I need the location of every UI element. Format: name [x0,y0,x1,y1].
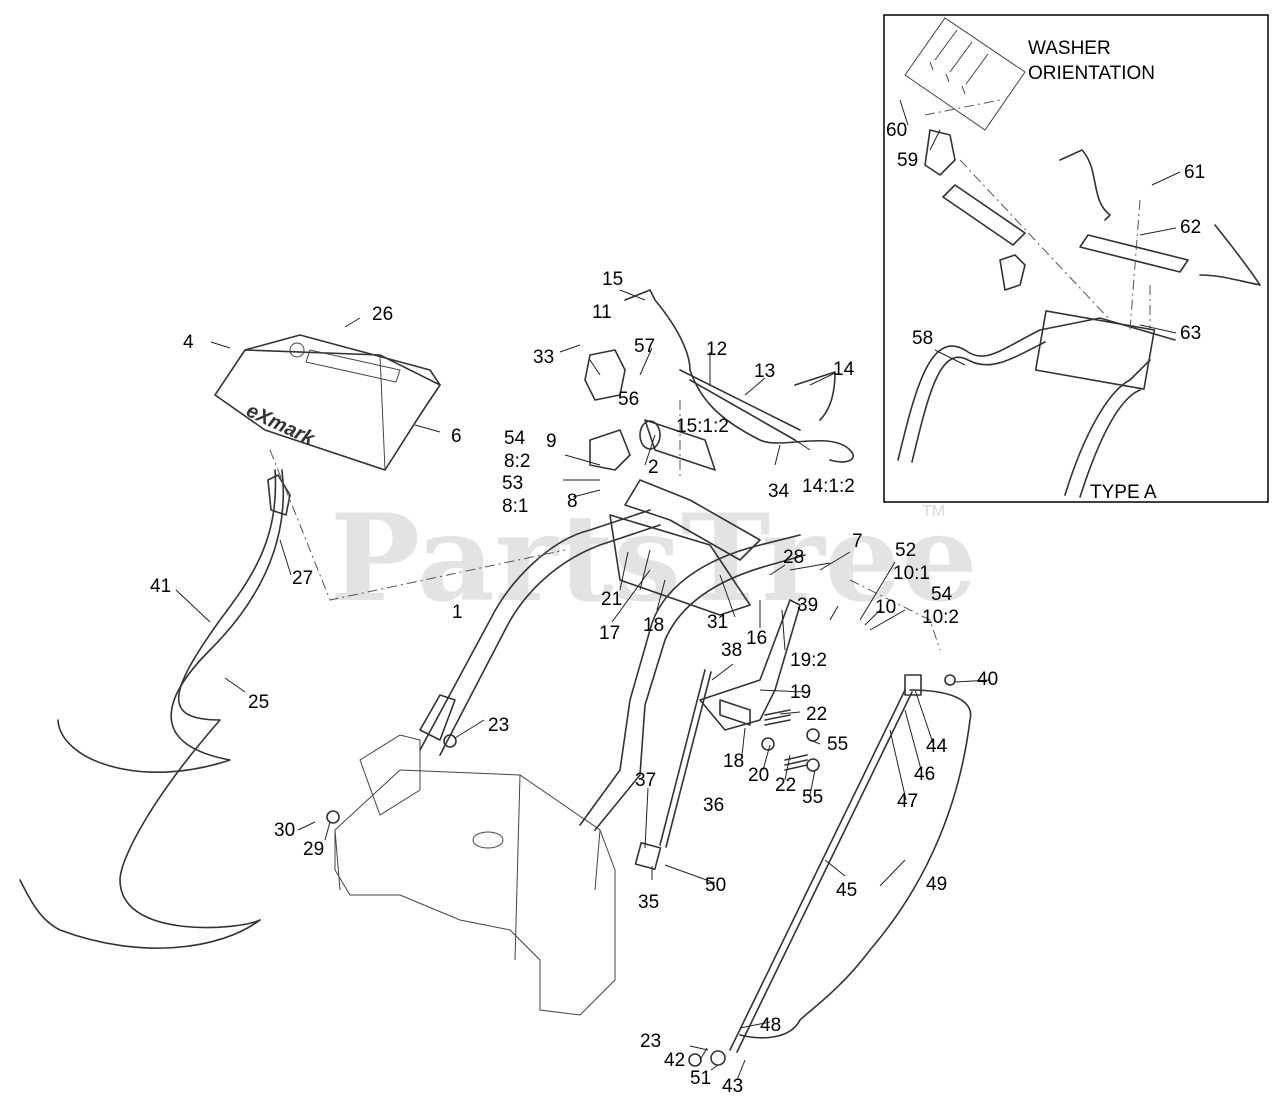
callouts: 4 26 6 11 33 57 56 15 12 13 14 15:1:2 14… [150,269,998,1097]
cables [19,469,291,949]
hardware [326,674,956,1067]
callout-10: 10 [875,597,896,618]
inset-callouts: 60 59 61 62 63 58 [886,99,1205,366]
callout-45: 45 [836,880,857,901]
callout-59: 59 [897,150,918,171]
callout-50: 50 [705,875,726,896]
callout-42: 42 [664,1050,685,1071]
callout-38: 38 [721,640,742,661]
callout-30: 30 [274,820,295,841]
callout-40: 40 [977,669,998,690]
inset-frame [883,14,1269,503]
callout-36: 36 [703,795,724,816]
callout-43: 43 [722,1076,743,1097]
control-panel: eXmark [214,334,441,471]
callout-22-top: 22 [806,704,827,725]
callout-14-1-2: 14:1:2 [802,476,855,497]
callout-55-top: 55 [827,734,848,755]
callout-62: 62 [1180,217,1201,238]
main-handle [419,479,806,831]
callout-19-2: 19:2 [790,650,827,671]
callout-25: 25 [248,692,269,713]
callout-54-top: 54 [504,428,526,449]
callout-15: 15 [602,269,623,290]
callout-17: 17 [599,623,620,644]
callout-10-1: 10:1 [893,563,930,584]
callout-21-left: 21 [601,589,622,610]
callout-55-bottom: 55 [802,787,823,808]
callout-18-bottom: 18 [723,751,744,772]
inset-type-a: WASHER ORIENTATION TYPE A 60 59 [883,14,1269,503]
callout-23-top: 23 [488,715,509,736]
callout-52: 52 [895,540,916,561]
callout-27: 27 [292,568,313,589]
callout-8: 8 [567,491,578,512]
callout-23-bottom: 23 [640,1031,661,1052]
watermark: PartsTree TM [330,488,977,629]
callout-14: 14 [833,359,855,380]
callout-19: 19 [790,682,811,703]
callout-44: 44 [926,736,948,757]
shift-assembly [584,289,855,471]
callout-13: 13 [754,361,775,382]
washer-orientation-line1: WASHER [1028,38,1111,59]
watermark-tm: TM [922,503,945,520]
callout-6: 6 [451,426,462,447]
washer-orientation-line2: ORIENTATION [1028,63,1155,84]
callout-1: 1 [452,602,463,623]
callout-41: 41 [150,576,171,597]
callout-56: 56 [618,389,639,410]
callout-35: 35 [638,892,659,913]
callout-2: 2 [648,457,659,478]
callout-34: 34 [768,481,790,502]
leader-lines [175,289,991,1081]
callout-48: 48 [760,1015,781,1036]
callout-57: 57 [634,336,655,357]
callout-47: 47 [897,791,918,812]
frame-base [334,734,616,1016]
callout-11: 11 [592,302,612,323]
callout-8-1: 8:1 [502,496,528,517]
washer-detail [904,17,1026,131]
callout-53: 53 [502,473,523,494]
callout-29: 29 [303,839,324,860]
callout-9: 9 [546,431,557,452]
callout-4: 4 [183,332,194,353]
callout-18-top: 18 [643,615,664,636]
brand-logo: eXmark [243,400,319,451]
callout-54-right: 54 [931,584,953,605]
callout-28: 28 [783,547,804,568]
callout-37: 37 [635,770,656,791]
callout-63: 63 [1180,323,1201,344]
callout-58: 58 [912,328,933,349]
callout-16: 16 [746,628,767,649]
bracket-19 [699,599,801,731]
callout-10-2: 10:2 [922,607,959,628]
callout-46: 46 [914,764,935,785]
callout-49: 49 [926,874,947,895]
inset-handle [897,129,1261,498]
rods [634,669,972,1066]
callout-7: 7 [852,531,863,552]
callout-15-1-2: 15:1:2 [676,416,729,437]
watermark-text: PartsTree [330,488,977,629]
callout-22-bottom: 22 [775,775,796,796]
callout-39: 39 [797,595,818,616]
callout-8-2: 8:2 [504,451,530,472]
callout-33: 33 [533,347,554,368]
callout-20: 20 [748,765,769,786]
callout-61: 61 [1184,162,1205,183]
callout-31: 31 [707,612,728,633]
callout-12: 12 [706,339,727,360]
callout-60: 60 [886,120,907,141]
callout-51: 51 [690,1068,711,1089]
inset-caption: TYPE A [1090,482,1157,503]
callout-26: 26 [372,304,393,325]
